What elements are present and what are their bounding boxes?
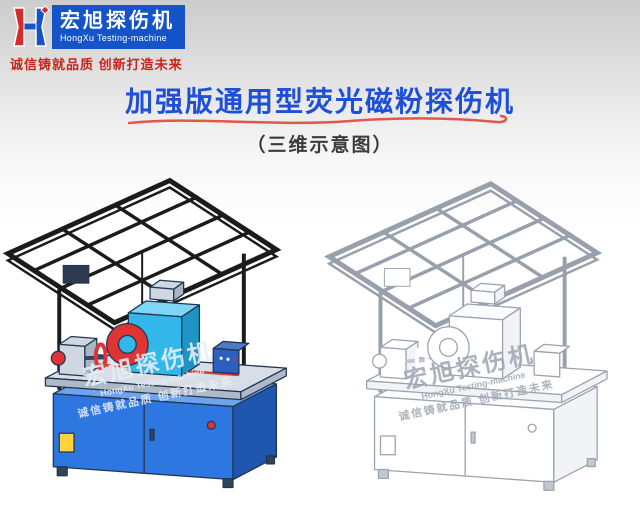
brand-logo-text: 宏旭探伤机 HongXu Testing-machine xyxy=(52,5,185,49)
page-subtitle: （三维示意图） xyxy=(246,135,394,156)
page-title: 加强版通用型荧光磁粉探伤机 xyxy=(124,86,515,117)
brand-name-en: HongXu Testing-machine xyxy=(60,33,167,43)
brand-name-cn: 宏旭探伤机 xyxy=(60,10,175,32)
machine-colored-illustration xyxy=(2,168,308,504)
brand-slogan: 诚信铸就品质 创新打造未来 xyxy=(10,57,183,72)
machine-wireframe-illustration xyxy=(318,174,634,504)
illustration-stage: 宏旭探伤机 HongXu Testing-machine 诚信铸就品质 创新打造… xyxy=(0,166,640,512)
hongxu-h-logo-icon xyxy=(13,5,50,47)
brand-logo: 宏旭探伤机 HongXu Testing-machine xyxy=(8,4,185,50)
title-underline xyxy=(127,114,508,125)
